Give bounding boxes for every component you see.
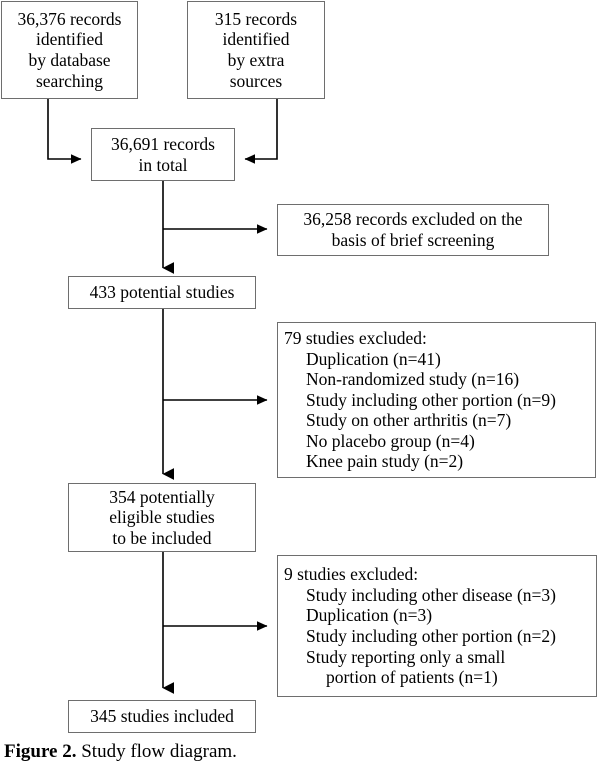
database-records-line-4: searching [35,70,104,91]
extra-records-line-1: 315 records [214,8,298,29]
excluded-9-item-4: Study reporting only a small [306,646,506,667]
excluded-79-item-2: Non-randomized study (n=16) [306,369,520,390]
included-studies-box: 345 studies included [68,700,256,733]
excluded-9-item-5: portion of patients (n=1) [326,667,498,688]
extra-records-line-4: sources [229,70,283,91]
database-records-line-3: by database [28,50,111,70]
eligible-studies-line-1: 354 potentially [109,486,215,507]
excluded-screening-line-2: basis of brief screening [331,230,495,250]
total-records-line-1: 36,691 records [110,133,215,154]
excluded-9-item-1: Study including other disease (n=3) [306,584,556,605]
excluded-9-item-2: Duplication (n=3) [306,605,433,626]
figure-caption: Figure 2. Study flow diagram. [4,740,596,764]
database-records-line-1: 36,376 records [17,8,122,29]
excluded-9-studies-box: 9 studies excluded: Study including othe… [277,555,597,697]
extra-records-line-3: by extra [227,50,285,70]
excluded-79-studies-box: 79 studies excluded: Duplication (n=41) … [277,322,596,478]
excluded-9-heading: 9 studies excluded: [284,564,419,585]
excluded-79-item-5: No placebo group (n=4) [306,430,475,451]
excluded-79-item-1: Duplication (n=41) [306,348,441,369]
database-records-box: 36,376 records identified by database se… [1,1,138,99]
excluded-9-item-3: Study including other portion (n=2) [306,626,556,646]
excluded-79-item-3: Study including other portion (n=9) [306,389,556,410]
included-studies-line-1: 345 studies included [90,706,234,727]
extra-records-line-2: identified [222,29,290,50]
excluded-brief-screening-box: 36,258 records excluded on the basis of … [277,204,549,256]
eligible-studies-box: 354 potentially eligible studies to be i… [68,483,256,552]
total-records-line-2: in total [138,154,188,175]
total-records-box: 36,691 records in total [91,128,235,181]
potential-studies-box: 433 potential studies [68,276,256,309]
potential-studies-line-1: 433 potential studies [89,282,235,303]
eligible-studies-line-2: eligible studies [109,507,215,528]
excluded-79-item-4: Study on other arthritis (n=7) [306,410,512,431]
figure-caption-text: Study flow diagram. [81,741,237,762]
excluded-screening-line-1: 36,258 records excluded on the [303,209,523,230]
eligible-studies-line-3: to be included [112,527,212,548]
figure-number-label: Figure 2. [4,741,77,762]
database-records-line-2: identified [35,29,104,50]
excluded-79-item-6: Knee pain study (n=2) [306,451,464,472]
extra-sources-records-box: 315 records identified by extra sources [187,1,325,99]
excluded-79-heading: 79 studies excluded: [284,327,427,348]
